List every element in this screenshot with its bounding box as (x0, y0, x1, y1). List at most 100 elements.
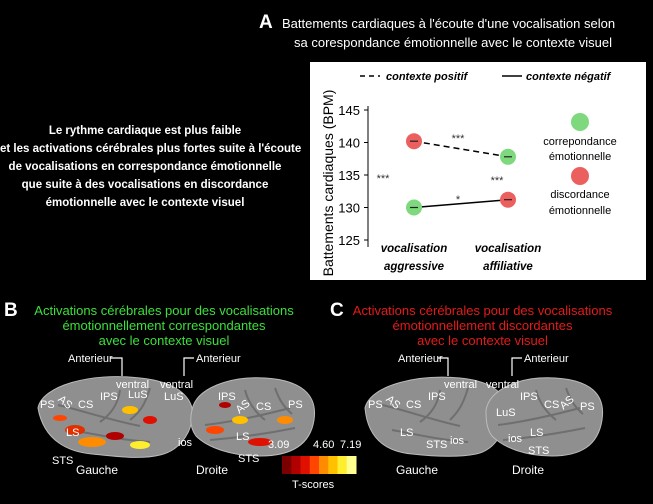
label-sts: STS (52, 455, 73, 467)
activation-blobs (206, 402, 293, 446)
brain-sulci (381, 387, 469, 443)
label-ips: IPS (100, 391, 118, 403)
label-cs: CS (406, 399, 421, 411)
colorbar-segment (282, 456, 292, 474)
summary-line: et les activations cérébrales plus forte… (0, 143, 302, 155)
series-line (413, 198, 509, 209)
label-lus: LuS (496, 407, 516, 419)
label-ls: LS (236, 431, 249, 443)
label-ps: PS (368, 399, 383, 411)
activation-blobs (53, 406, 157, 449)
summary-line: que suite à des vocalisations en discord… (21, 179, 269, 191)
significance-label: *** (377, 173, 391, 185)
label-anterieur: Anterieur (68, 353, 113, 365)
activation-blob (65, 425, 85, 435)
legend-positive-label: contexte positif (386, 71, 469, 83)
label-ventral: ventral (160, 379, 193, 391)
orientation-marker (110, 357, 123, 376)
label-gauche: Gauche (76, 463, 118, 477)
activation-blob (277, 416, 293, 424)
panel-a-title-line2: sa corespondance émotionnelle avec le co… (294, 35, 612, 50)
panel-c-caption-line: émotionnellement discordantes (392, 318, 573, 333)
orientation-marker (438, 357, 449, 376)
label-ventral: ventral (444, 379, 477, 391)
label-ls: LS (66, 427, 79, 439)
category-label: vocalisation (381, 243, 447, 255)
colorbar-gradient (282, 456, 357, 474)
legend-mismatch-dot (571, 167, 589, 185)
activation-blob (122, 406, 138, 414)
category-label: vocalisation (475, 243, 541, 255)
panel-c-caption: Activations cérébrales pour des vocalisa… (330, 303, 635, 348)
panel-b-caption: Activations cérébrales pour des vocalisa… (14, 303, 314, 348)
label-droite: Droite (512, 463, 544, 477)
label-lus: LuS (128, 389, 148, 401)
label-sts: STS (238, 453, 259, 465)
label-gauche: Gauche (396, 463, 438, 477)
label-ios: ios (508, 433, 523, 445)
activation-blob (206, 426, 224, 434)
colorbar-segment (346, 456, 357, 474)
category-label: affiliative (483, 261, 533, 273)
y-tick-label: 135 (338, 168, 360, 183)
significance-label: *** (452, 133, 466, 145)
label-cs: CS (256, 401, 271, 413)
colorbar-max: 7.19 (340, 439, 361, 451)
label-sts: STS (528, 445, 549, 457)
y-tick-label: 130 (338, 201, 360, 216)
significance-label: *** (491, 175, 505, 187)
colorbar-segment (300, 456, 311, 474)
label-cs: CS (544, 399, 559, 411)
y-tick-label: 125 (338, 233, 360, 248)
panel-b-caption-line: avec le contexte visuel (98, 333, 230, 348)
y-tick-label: 140 (338, 136, 360, 151)
panel-b-caption-line: émotionnellement correspondantes (62, 318, 266, 333)
colorbar-segment (319, 456, 329, 474)
heart-rate-chart: contexte positif contexte négatif Battem… (320, 71, 617, 277)
colorbar-segment (291, 456, 301, 474)
summary-line: de vocalisations en correspondance émoti… (8, 161, 282, 173)
legend-match-dot (571, 113, 589, 131)
category-label: aggressive (384, 261, 445, 273)
activation-blob (78, 437, 106, 447)
summary-line: Le rythme cardiaque est plus faible (48, 125, 242, 137)
activation-blob (143, 416, 157, 424)
colorbar-segment (337, 456, 348, 474)
colorbar-min: 3.09 (268, 439, 289, 451)
activation-blob (130, 441, 150, 449)
panel-c-letter: C (330, 300, 344, 321)
label-ps: PS (40, 399, 55, 411)
y-axis-label: Battements cardiaques (BPM) (320, 90, 336, 277)
colorbar-mid: 4.60 (313, 439, 334, 451)
series-line (413, 140, 509, 158)
label-ls: LS (530, 427, 543, 439)
label-cs: CS (78, 399, 93, 411)
brain-sulci (497, 387, 586, 441)
activation-blob (248, 438, 272, 446)
label-anterieur: Anterieur (524, 353, 569, 365)
activation-blob (53, 415, 67, 421)
label-ventral: ventral (116, 379, 149, 391)
brain-left-hemisphere (37, 376, 193, 458)
summary-line: émotionnelle avec le contexte visuel (45, 197, 245, 209)
label-ls: LS (400, 427, 413, 439)
colorbar-segment (328, 456, 338, 474)
label-ips: IPS (218, 391, 236, 403)
panel-a-title: Battements cardiaques à l'écoute d'une v… (282, 14, 652, 52)
legend-mismatch-label: discordance (550, 189, 609, 201)
label-ps: PS (580, 401, 595, 413)
panel-c-caption-line: avec le contexte visuel (417, 333, 548, 348)
panel-a-title-line1: Battements cardiaques à l'écoute d'une v… (282, 16, 616, 31)
orientation-marker (511, 357, 522, 376)
legend-negative-label: contexte négatif (526, 71, 612, 83)
chart-panel: contexte positif contexte négatif Battem… (310, 62, 646, 280)
label-ios: ios (450, 435, 465, 447)
label-sts: STS (426, 439, 447, 451)
activation-blob (232, 416, 248, 424)
label-anterieur: Anterieur (196, 353, 241, 365)
significance-label: * (456, 194, 461, 206)
activation-blob (106, 432, 124, 440)
label-ios: ios (178, 437, 193, 449)
label-ips: IPS (428, 391, 446, 403)
